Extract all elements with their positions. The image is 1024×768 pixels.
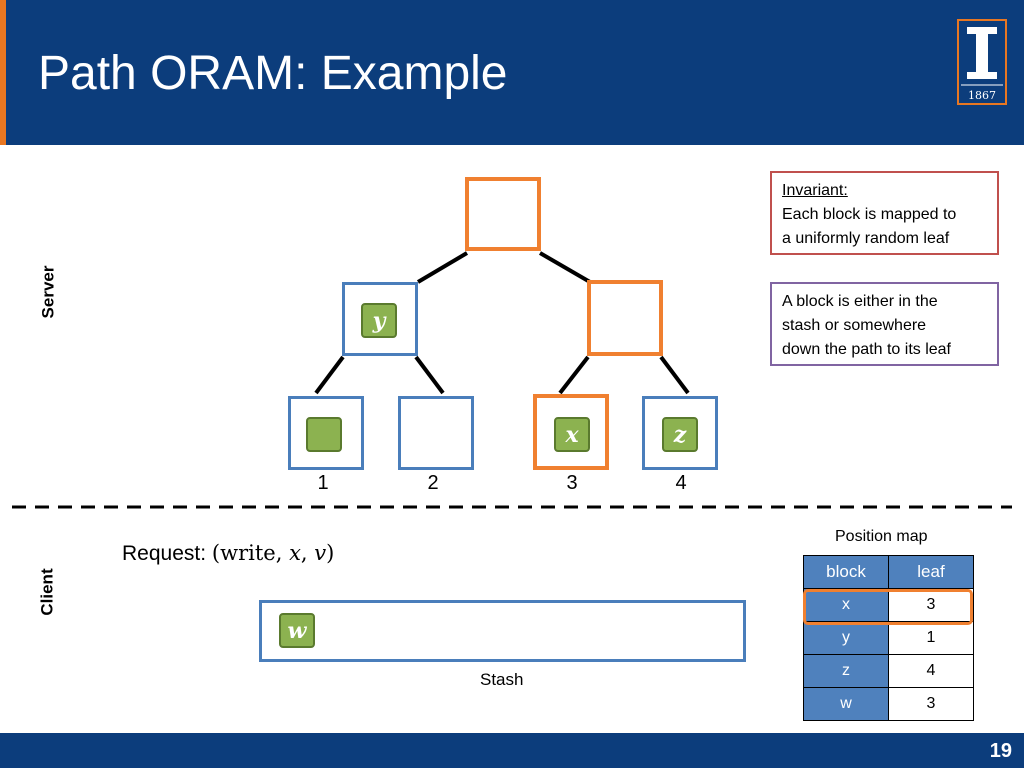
logo-year: 1867: [968, 89, 996, 102]
block-y: y: [361, 303, 397, 338]
position-map-table: block leaf x 3 y 1 z 4 w 3: [803, 555, 974, 721]
tree-left-node: y: [342, 282, 418, 356]
block-x: x: [554, 417, 590, 452]
position-map-header-row: block leaf: [803, 555, 974, 589]
edge-right-leaf3: [558, 355, 590, 395]
request-label: Request:: [122, 542, 207, 565]
invariant-line-1: Each block is mapped to: [782, 206, 957, 223]
position-map-row: z 4: [803, 654, 974, 688]
edge-right-leaf4: [659, 355, 690, 395]
header-accent-stripe: [0, 0, 6, 145]
request-op: write: [220, 541, 276, 565]
stash-label: Stash: [480, 670, 524, 689]
edge-root-right: [538, 251, 592, 284]
invariant-line-2: a uniformly random leaf: [782, 230, 950, 247]
leaf-label-1: 1: [317, 472, 329, 494]
position-map-block-cell: z: [803, 654, 889, 688]
position-map-header-block: block: [803, 555, 889, 589]
edge-root-left: [416, 251, 469, 284]
invariant-heading: Invariant:: [782, 182, 848, 199]
edge-left-leaf1: [314, 355, 345, 395]
slide-title: Path ORAM: Example: [38, 47, 508, 100]
stash-box: w: [259, 600, 746, 662]
invariant-note: Invariant: Each block is mapped to a uni…: [770, 171, 999, 255]
tree-leaf-3: x: [533, 394, 609, 470]
position-map-title: Position map: [835, 528, 928, 545]
position-map-row: x 3: [803, 588, 974, 622]
tree-leaf-2: [398, 396, 474, 470]
position-map-block-cell: w: [803, 687, 889, 721]
request-block: x: [289, 541, 301, 565]
path-note-line-2: stash or somewhere: [782, 317, 927, 334]
path-note-line-1: A block is either in the: [782, 293, 938, 310]
path-note-line-3: down the path to its leaf: [782, 341, 951, 358]
leaf-label-3: 3: [566, 472, 578, 494]
leaf-label-2: 2: [427, 472, 439, 494]
position-map-leaf-cell: 1: [888, 621, 974, 655]
university-logo: 1867: [957, 19, 1007, 105]
path-invariant-note: A block is either in the stash or somewh…: [770, 282, 999, 366]
tree-leaf-1: [288, 396, 364, 470]
request-value: v: [314, 541, 327, 565]
leaf-label-4: 4: [675, 472, 687, 494]
header-bar: Path ORAM: Example 1867: [0, 0, 1024, 145]
edge-left-leaf2: [414, 355, 445, 395]
position-map-leaf-cell: 4: [888, 654, 974, 688]
position-map-block-cell: y: [803, 621, 889, 655]
page-number: 19: [989, 740, 1012, 762]
position-map-header-leaf: leaf: [888, 555, 974, 589]
block-z: z: [662, 417, 698, 452]
position-map-leaf-cell: 3: [888, 687, 974, 721]
request-text: Request: (write, x, v): [122, 541, 335, 565]
position-map-block-cell: x: [803, 588, 889, 622]
footer-bar: 19: [0, 733, 1024, 768]
position-map-row: w 3: [803, 687, 974, 721]
position-map-row: y 1: [803, 621, 974, 655]
tree-right-node: [587, 280, 663, 356]
position-map-leaf-cell: 3: [888, 588, 974, 622]
tree-root-node: [465, 177, 541, 251]
block-dummy: [306, 417, 342, 452]
tree-leaf-4: z: [642, 396, 718, 470]
block-w: w: [279, 613, 315, 648]
